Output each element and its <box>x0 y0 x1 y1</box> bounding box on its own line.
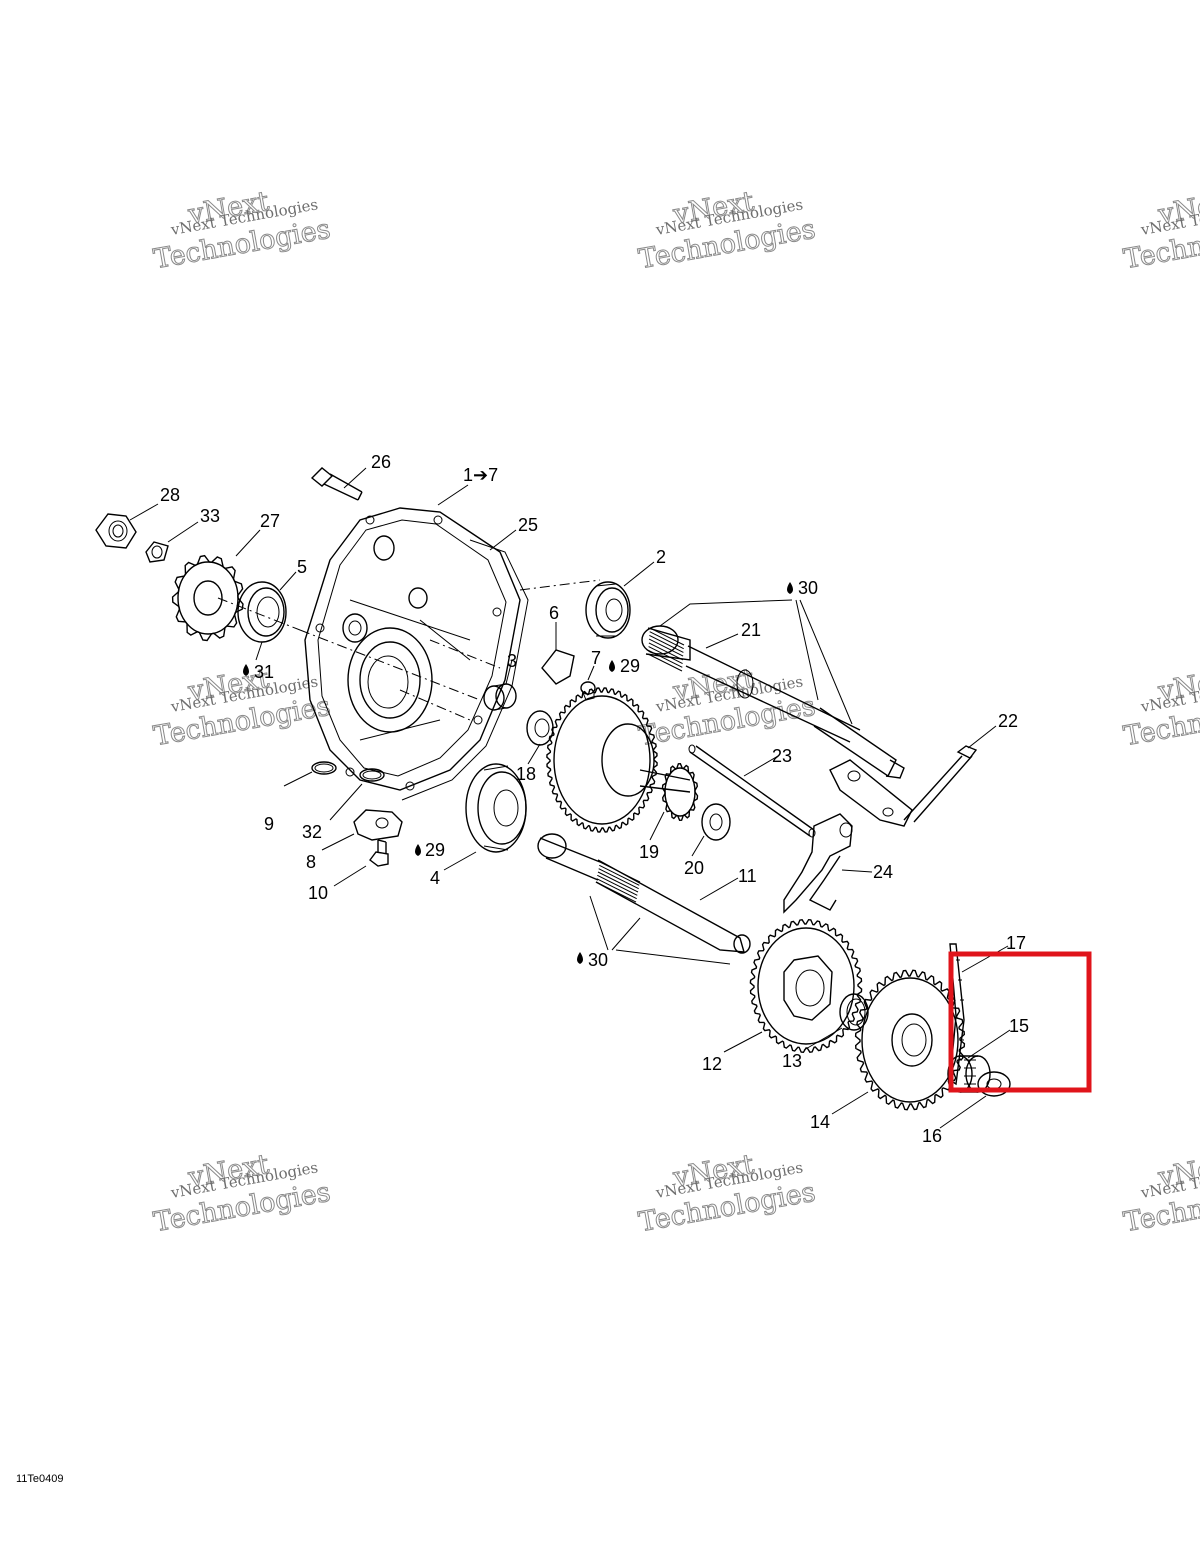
part-shaft-21 <box>641 625 905 779</box>
callout-18: 18 <box>516 764 536 784</box>
drop-icon <box>577 952 583 964</box>
part-clip-6 <box>541 649 575 685</box>
callout-30-bottom: 30 <box>588 950 608 970</box>
callout-31: 31 <box>254 662 274 682</box>
callout-17: 17 <box>1006 933 1026 953</box>
callout-8: 8 <box>306 852 316 872</box>
part-screw-10 <box>369 839 389 867</box>
part-sprocket-14 <box>854 969 966 1111</box>
drawing-code: 11Te0409 <box>16 1473 64 1485</box>
part-o-ring-9 <box>311 761 337 775</box>
drop-icon <box>243 664 249 676</box>
part-bearing-2 <box>585 581 631 639</box>
callout-5: 5 <box>297 557 307 577</box>
part-nut-28 <box>95 513 137 549</box>
part-washer-20 <box>701 803 731 841</box>
assembly-center-lines <box>217 579 601 721</box>
part-gear-19 <box>546 687 699 833</box>
callout-13: 13 <box>782 1051 802 1071</box>
callout-26: 26 <box>371 452 391 472</box>
callout-19: 19 <box>639 842 659 862</box>
callout-27: 27 <box>260 511 280 531</box>
drop-icon <box>415 844 421 856</box>
part-bearing-4 <box>465 763 527 853</box>
drop-icon <box>609 660 615 672</box>
part-circlip-13 <box>839 993 869 1031</box>
part-plate-17 <box>949 943 965 1086</box>
part-housing-1-7 <box>304 507 521 791</box>
callout-labels: 26 1➔7 28 33 27 25 5 2 30 6 21 3 7 29 31… <box>160 452 1029 1146</box>
callout-11: 11 <box>738 866 757 886</box>
callout-12: 12 <box>702 1054 722 1074</box>
callout-14: 14 <box>810 1112 830 1132</box>
callout-4: 4 <box>430 868 440 888</box>
callout-3: 3 <box>507 651 517 671</box>
callout-6: 6 <box>549 603 559 623</box>
part-shaft-11 <box>537 833 751 954</box>
callout-10: 10 <box>308 883 328 903</box>
lubricant-drop-icons <box>243 582 793 964</box>
part-o-ring-32 <box>359 768 385 782</box>
callout-7: 7 <box>591 648 601 668</box>
part-lock-washer-33 <box>145 541 169 563</box>
callout-16: 16 <box>922 1126 942 1146</box>
drop-icon <box>787 582 793 594</box>
callout-33: 33 <box>200 506 220 526</box>
highlight-box <box>948 951 1092 1093</box>
leader-lines <box>129 467 1011 1129</box>
part-bolt-26 <box>310 467 363 501</box>
part-seal-5 <box>237 581 287 643</box>
callout-9: 9 <box>264 814 274 834</box>
callout-1-7: 1➔7 <box>463 465 498 485</box>
callout-28: 28 <box>160 485 180 505</box>
callout-22: 22 <box>998 711 1018 731</box>
part-shift-shaft-22 <box>829 745 978 827</box>
callout-23: 23 <box>772 746 792 766</box>
callout-30-top: 30 <box>798 578 818 598</box>
callout-29-bottom: 29 <box>425 840 445 860</box>
part-rod-23 <box>688 744 816 838</box>
part-gear-12 <box>749 918 863 1054</box>
callout-25: 25 <box>518 515 538 535</box>
callout-32: 32 <box>302 822 322 842</box>
callout-24: 24 <box>873 862 893 882</box>
part-sprocket-27 <box>171 554 244 642</box>
exploded-parts-drawing <box>95 467 1011 1129</box>
part-shift-fork-24 <box>783 813 853 914</box>
callout-21: 21 <box>741 620 761 640</box>
part-washer-18 <box>526 710 554 746</box>
callout-2: 2 <box>656 547 666 567</box>
part-retainer-8 <box>353 809 403 841</box>
callout-15: 15 <box>1009 1016 1029 1036</box>
callout-20: 20 <box>684 858 704 878</box>
callout-29-top: 29 <box>620 656 640 676</box>
